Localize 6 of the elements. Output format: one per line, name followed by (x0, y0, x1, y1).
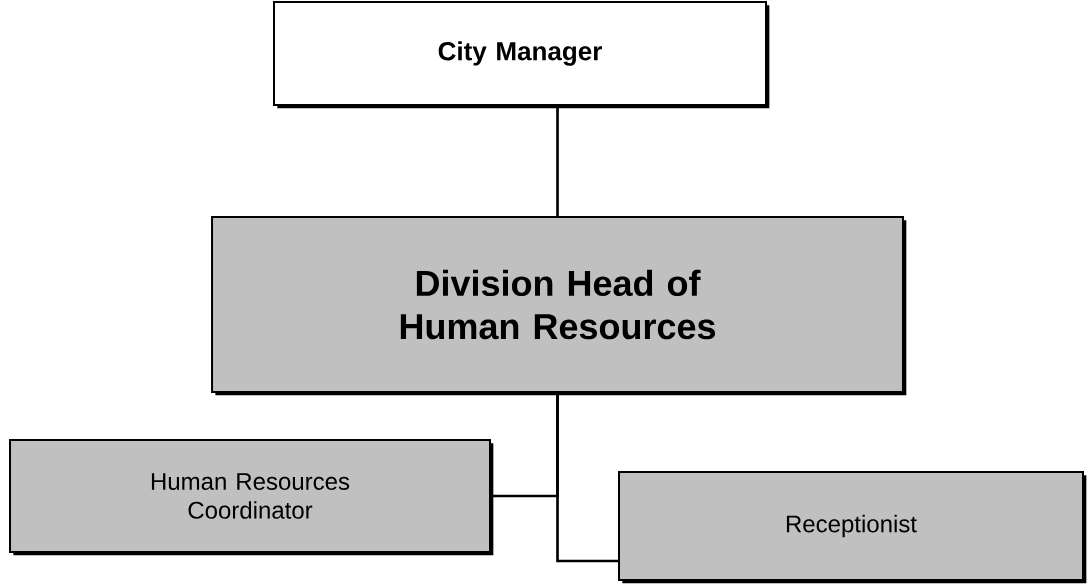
org-box: City Manager (273, 1, 770, 109)
org-box: Receptionist (618, 471, 1087, 584)
connector-line (556, 392, 618, 563)
connector-line (556, 105, 559, 217)
org-box: Human Resources Coordinator (9, 439, 494, 556)
org-box: Division Head of Human Resources (211, 216, 907, 396)
